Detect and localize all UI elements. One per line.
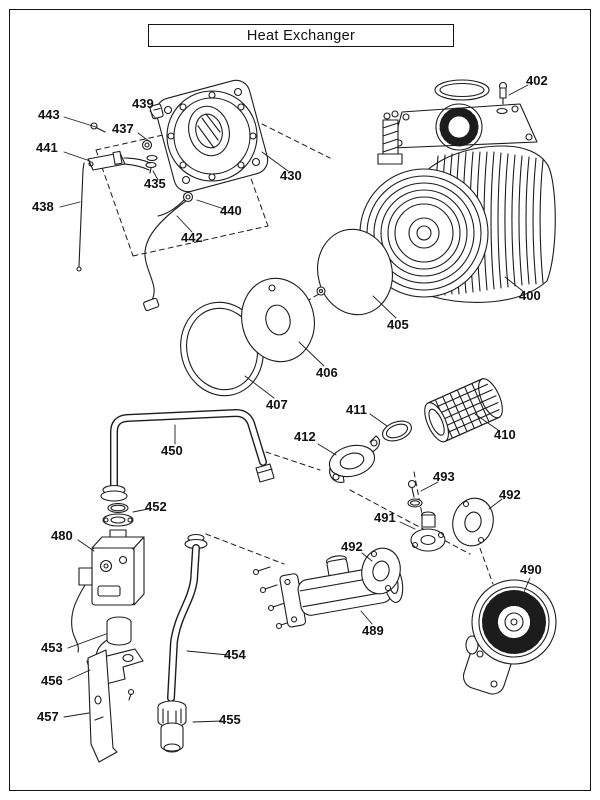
part-label-442: 442 xyxy=(181,230,203,245)
front-coil xyxy=(359,168,489,298)
igniter-boss xyxy=(377,110,403,165)
part-label-493: 493 xyxy=(433,469,455,484)
part-440-sensor xyxy=(157,191,194,217)
part-label-480: 480 xyxy=(51,528,73,543)
part-label-441: 441 xyxy=(36,140,58,155)
part-label-411: 411 xyxy=(346,402,367,417)
part-435-grommets xyxy=(145,154,158,174)
part-443-screw xyxy=(90,122,106,133)
part-label-440: 440 xyxy=(220,203,242,218)
part-label-406: 406 xyxy=(316,365,338,380)
part-label-457: 457 xyxy=(37,709,59,724)
part-label-452: 452 xyxy=(145,499,167,514)
part-label-443: 443 xyxy=(38,107,60,122)
part-label-438: 438 xyxy=(32,199,54,214)
blower-fan-blades xyxy=(482,590,546,654)
fastener-screws-489 xyxy=(252,566,294,630)
part-450-pipe xyxy=(100,409,275,502)
part-438-probe xyxy=(76,162,85,272)
part-label-491: 491 xyxy=(374,510,396,525)
part-label-412: 412 xyxy=(294,429,316,444)
part-label-450: 450 xyxy=(161,443,183,458)
part-492-flange-left xyxy=(361,547,401,595)
part-label-410: 410 xyxy=(494,427,516,442)
fan-inlet xyxy=(439,107,479,147)
part-label-456: 456 xyxy=(41,673,63,688)
part-480-gas-valve xyxy=(71,529,145,653)
page-border xyxy=(9,9,591,791)
part-400-heat-exchanger xyxy=(359,79,556,303)
part-label-489: 489 xyxy=(362,623,384,638)
part-label-402: 402 xyxy=(526,73,548,88)
part-402-sensor xyxy=(496,81,508,115)
diagram-title: Heat Exchanger xyxy=(246,27,356,44)
part-label-430: 430 xyxy=(280,168,302,183)
part-452-flange xyxy=(102,502,134,527)
part-410-filter xyxy=(424,378,503,443)
part-label-454: 454 xyxy=(224,647,246,662)
part-label-455: 455 xyxy=(219,712,241,727)
part-405-plate xyxy=(316,228,393,316)
part-490-blower xyxy=(462,579,557,695)
part-437-washer xyxy=(141,139,153,151)
part-label-405: 405 xyxy=(387,317,409,332)
part-455-fitting xyxy=(157,700,187,753)
part-label-490: 490 xyxy=(520,562,542,577)
part-453-coil xyxy=(95,616,132,661)
part-491-valve xyxy=(410,511,446,552)
top-plate xyxy=(391,103,538,149)
part-406-plate xyxy=(241,277,315,363)
part-label-492-left: 492 xyxy=(341,539,363,554)
part-457-bracket xyxy=(87,649,118,763)
diagram-title-box: Heat Exchanger xyxy=(148,24,454,47)
part-412-flange xyxy=(328,435,381,483)
part-493-screw-oring xyxy=(407,479,423,508)
part-442-cable xyxy=(143,200,187,312)
part-label-492-right: 492 xyxy=(499,487,521,502)
part-label-407: 407 xyxy=(266,397,288,412)
label-leader-lines xyxy=(59,84,531,723)
part-441-electrode xyxy=(87,150,151,171)
part-430-mounting-plate xyxy=(155,79,269,193)
part-label-435: 435 xyxy=(144,176,166,191)
part-411-oring xyxy=(382,420,412,442)
part-label-437: 437 xyxy=(112,121,134,136)
part-label-400: 400 xyxy=(519,288,541,303)
part-label-439: 439 xyxy=(132,96,154,111)
part-label-453: 453 xyxy=(41,640,63,655)
part-454-pipe xyxy=(167,533,208,702)
part-492-flange-right xyxy=(452,497,494,547)
